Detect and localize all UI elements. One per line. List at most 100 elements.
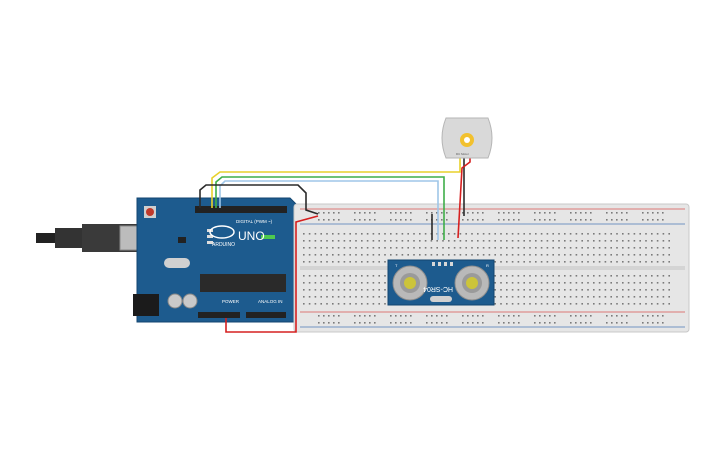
breadboard-hole xyxy=(374,212,376,214)
breadboard-hole xyxy=(517,275,520,277)
breadboard-hole xyxy=(645,289,647,291)
breadboard-hole xyxy=(308,282,311,284)
breadboard-hole xyxy=(465,240,467,242)
breadboard-hole xyxy=(564,289,566,291)
breadboard-hole xyxy=(558,261,560,263)
breadboard-hole xyxy=(633,289,636,291)
breadboard-hole xyxy=(441,219,443,221)
breadboard-hole xyxy=(337,275,340,277)
breadboard-hole xyxy=(314,282,317,284)
breadboard-hole xyxy=(546,275,549,277)
breadboard-hole xyxy=(610,240,612,242)
breadboard-hole xyxy=(337,289,340,291)
breadboard-hole xyxy=(581,261,583,263)
breadboard-hole xyxy=(564,261,566,263)
breadboard-hole xyxy=(651,240,653,242)
breadboard-hole xyxy=(436,240,438,242)
breadboard-hole xyxy=(668,247,670,249)
breadboard-hole xyxy=(513,322,515,324)
breadboard-hole xyxy=(453,233,456,235)
breadboard-hole xyxy=(626,315,628,317)
breadboard-hole xyxy=(575,322,577,324)
breadboard-hole xyxy=(318,315,320,317)
breadboard-hole xyxy=(656,247,659,249)
yellow-wire xyxy=(211,146,461,208)
breadboard-hole xyxy=(372,275,375,277)
breadboard-hole xyxy=(569,303,572,305)
breadboard-hole xyxy=(604,247,607,249)
breadboard-hole xyxy=(523,240,525,242)
breadboard-hole xyxy=(323,322,325,324)
breadboard-hole xyxy=(598,289,601,291)
breadboard-hole xyxy=(564,240,566,242)
breadboard-hole xyxy=(343,233,346,235)
breadboard-hole xyxy=(627,282,630,284)
breadboard-hole xyxy=(308,254,311,256)
breadboard-hole xyxy=(627,303,630,305)
breadboard-hole xyxy=(651,247,653,249)
breadboard-hole xyxy=(308,289,311,291)
breadboard-hole xyxy=(448,233,450,235)
breadboard-hole xyxy=(569,240,572,242)
breadboard-hole xyxy=(651,275,653,277)
breadboard-hole xyxy=(558,254,560,256)
breadboard-hole xyxy=(633,233,636,235)
breadboard-hole xyxy=(471,240,473,242)
breadboard-hole xyxy=(500,254,502,256)
breadboard-hole xyxy=(320,233,322,235)
breadboard-hole xyxy=(626,212,628,214)
breadboard-hole xyxy=(508,219,510,221)
breadboard-hole xyxy=(656,254,659,256)
breadboard-hole xyxy=(372,261,375,263)
breadboard-hole xyxy=(477,254,479,256)
breadboard-hole xyxy=(656,296,659,298)
breadboard-hole xyxy=(332,261,334,263)
breadboard-hole xyxy=(436,219,438,221)
breadboard-hole xyxy=(332,303,334,305)
breadboard-hole xyxy=(354,315,356,317)
breadboard-hole xyxy=(552,247,554,249)
breadboard-hole xyxy=(593,240,595,242)
breadboard-hole xyxy=(303,289,305,291)
breadboard-hole xyxy=(580,315,582,317)
breadboard-hole xyxy=(359,219,361,221)
breadboard-hole xyxy=(378,289,380,291)
sensor-model-label: HC-SR04 xyxy=(423,285,453,292)
breadboard-hole xyxy=(627,233,630,235)
breadboard-hole xyxy=(500,303,502,305)
breadboard-hole xyxy=(337,240,340,242)
breadboard-hole xyxy=(513,315,515,317)
breadboard-hole xyxy=(662,282,665,284)
breadboard-hole xyxy=(668,233,670,235)
breadboard-hole xyxy=(384,240,386,242)
breadboard-hole xyxy=(355,275,357,277)
breadboard-hole xyxy=(535,254,537,256)
breadboard-hole xyxy=(303,254,305,256)
breadboard-hole xyxy=(467,212,469,214)
breadboard-hole xyxy=(622,233,624,235)
breadboard-hole xyxy=(517,240,520,242)
breadboard-hole xyxy=(616,303,618,305)
breadboard-hole xyxy=(500,247,502,249)
breadboard-hole xyxy=(610,247,612,249)
breadboard-hole xyxy=(477,212,479,214)
breadboard-hole xyxy=(529,296,531,298)
breadboard-hole xyxy=(645,233,647,235)
breadboard-hole xyxy=(500,296,502,298)
breadboard-hole xyxy=(494,261,496,263)
breadboard-hole xyxy=(622,275,624,277)
breadboard-hole xyxy=(633,275,636,277)
breadboard-hole xyxy=(587,289,589,291)
breadboard-hole xyxy=(500,233,502,235)
breadboard-hole xyxy=(314,275,317,277)
breadboard-hole xyxy=(314,296,317,298)
breadboard-hole xyxy=(616,240,618,242)
breadboard-hole xyxy=(372,303,375,305)
breadboard-hole xyxy=(517,261,520,263)
breadboard-hole xyxy=(570,212,572,214)
breadboard-hole xyxy=(540,296,543,298)
breadboard-hole xyxy=(622,282,624,284)
breadboard-hole xyxy=(642,315,644,317)
breadboard-hole xyxy=(535,296,537,298)
breadboard-hole xyxy=(506,261,508,263)
